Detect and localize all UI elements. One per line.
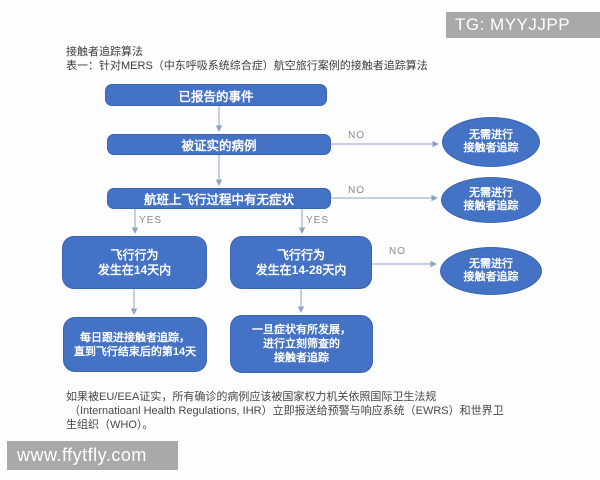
node-flight-14-28d: 飞行行为 发生在14-28天内 — [230, 236, 372, 289]
diagram-subtitle: 表一：针对MERS（中东呼吸系统综合症）航空旅行案例的接触者追踪算法 — [66, 60, 428, 72]
node-no-tracing-3-line1: 无需进行 — [469, 257, 513, 270]
node-daily-follow-up-line1: 每日跟进接触者追踪， — [80, 331, 190, 344]
node-no-tracing-1-line2: 接触者追踪 — [463, 142, 519, 154]
node-symptoms-on-flight: 航班上飞行过程中有无症状 — [107, 188, 331, 209]
watermark-website: www.ffytfly.com — [7, 441, 178, 470]
node-no-tracing-2-line2: 接触者追踪 — [463, 200, 519, 212]
node-immediate-screening: 一旦症状有所发展， 进行立刻筛查的 接触者追踪 — [230, 315, 373, 373]
node-no-tracing-1: 无需进行 接触者追踪 — [442, 117, 540, 167]
node-flight-within-14d-line2: 发生在14天内 — [97, 262, 172, 277]
edge-label-no-3: NO — [389, 246, 406, 257]
edge-label-no-2: NO — [348, 185, 365, 196]
diagram-title: 接触者追踪算法 — [66, 46, 143, 58]
node-flight-14-28d-line2: 发生在14-28天内 — [255, 262, 347, 277]
node-confirmed-case-label: 被证实的病例 — [181, 139, 257, 153]
node-symptoms-on-flight-label: 航班上飞行过程中有无症状 — [143, 193, 294, 207]
node-daily-follow-up: 每日跟进接触者追踪， 直到飞行结束后的第14天 — [63, 317, 207, 372]
node-reported-event-label: 已报告的事件 — [178, 89, 254, 104]
watermark-website-text: www.ffytfly.com — [17, 445, 147, 465]
node-no-tracing-1-line1: 无需进行 — [469, 128, 513, 141]
node-no-tracing-3: 无需进行 接触者追踪 — [440, 247, 542, 295]
node-confirmed-case: 被证实的病例 — [107, 134, 331, 155]
node-flight-within-14d-line1: 飞行行为 — [110, 247, 159, 262]
node-no-tracing-2: 无需进行 接触者追踪 — [441, 177, 541, 223]
footnote-line-1: 如果被EU/EEA证实，所有确诊的病例应该被国家权力机关依照国际卫生法规 — [66, 391, 437, 403]
node-immediate-screening-line1: 一旦症状有所发展， — [252, 324, 351, 336]
node-flight-14-28d-line1: 飞行行为 — [276, 247, 325, 262]
watermark-telegram: TG: MYYJJPP — [446, 12, 600, 38]
edge-label-yes-right: YES — [306, 215, 330, 226]
watermark-telegram-text: TG: MYYJJPP — [455, 15, 571, 34]
node-immediate-screening-line3: 接触者追踪 — [274, 352, 329, 364]
footnote-line-3: 生组织（WHO）。 — [66, 419, 154, 431]
node-reported-event: 已报告的事件 — [105, 84, 327, 106]
node-no-tracing-3-line2: 接触者追踪 — [463, 271, 519, 283]
node-no-tracing-2-line1: 无需进行 — [469, 186, 513, 199]
node-immediate-screening-line2: 进行立刻筛查的 — [263, 338, 340, 350]
edge-label-no-1: NO — [348, 130, 365, 141]
node-flight-within-14d: 飞行行为 发生在14天内 — [62, 236, 207, 289]
edge-label-yes-left: YES — [139, 215, 163, 226]
node-daily-follow-up-line2: 直到飞行结束后的第14天 — [73, 345, 197, 358]
footnote-line-2: （Internatioanl Health Regulations, IHR）立… — [69, 405, 504, 417]
